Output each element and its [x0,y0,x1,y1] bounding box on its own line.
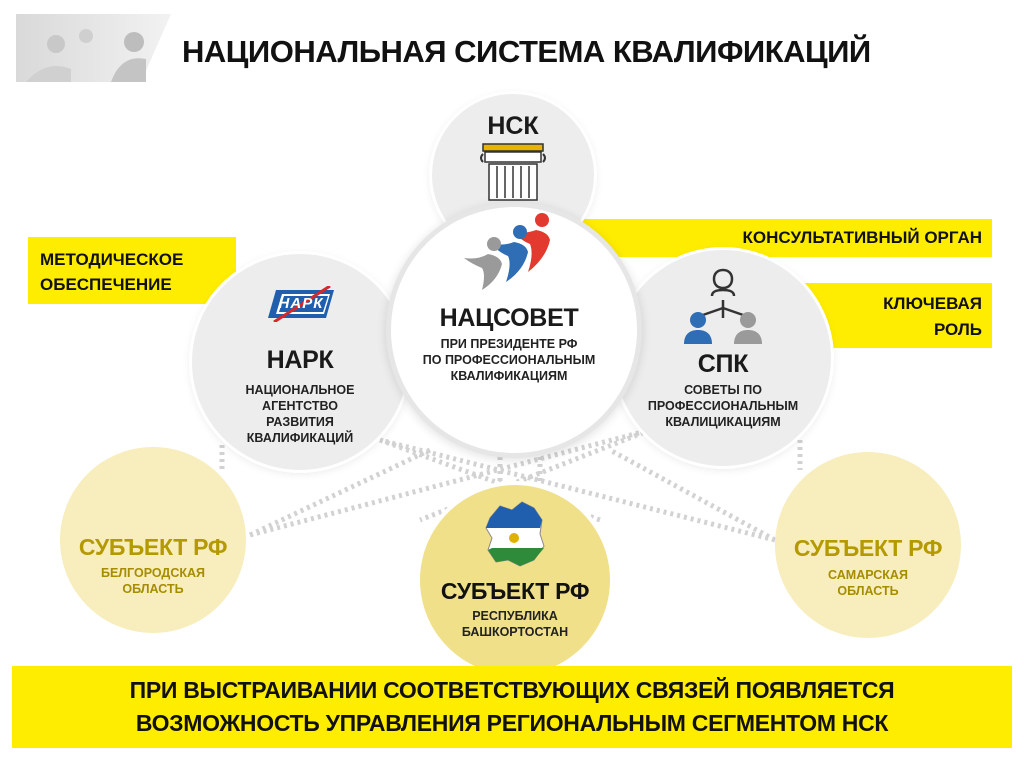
subject-right-circle [775,452,961,638]
subject-left-subtitle: БЕЛГОРОДСКАЯ ОБЛАСТЬ [60,565,246,597]
org-structure-icon [678,266,768,346]
spk-line3: КВАЛИЦИКАЦИЯМ [665,415,781,429]
nark-logo-text: НАРК [278,295,324,312]
people-logo-icon [458,210,558,292]
nark-title: НАРК [266,346,334,374]
tag-consultative: КОНСУЛЬТАТИВНЫЙ ОРГАН [582,219,992,257]
bashkortostan-map-icon [482,500,548,570]
nark-logo: НАРК [268,286,334,322]
footer-line1: ПРИ ВЫСТРАИВАНИИ СООТВЕТСТВУЮЩИХ СВЯЗЕЙ … [129,677,895,703]
spk-line1: СОВЕТЫ ПО [684,383,762,397]
footer-banner [12,666,1012,748]
footer-text: ПРИ ВЫСТРАИВАНИИ СООТВЕТСТВУЮЩИХ СВЯЗЕЙ … [12,674,1012,740]
spk-title: СПК [697,350,749,378]
subject-right-line1: САМАРСКАЯ [828,568,908,582]
subject-center-title: СУБЪЕКТ РФ [440,578,590,604]
subject-right-subtitle: САМАРСКАЯ ОБЛАСТЬ [775,567,961,599]
subject-right-title: СУБЪЕКТ РФ [793,535,943,561]
natsovet-subtitle: ПРИ ПРЕЗИДЕНТЕ РФ ПО ПРОФЕССИОНАЛЬНЫМ КВ… [386,336,632,384]
subject-center-line1: РЕСПУБЛИКА [472,609,558,623]
subject-left-line1: БЕЛГОРОДСКАЯ [100,566,206,580]
natsovet-line1: ПРИ ПРЕЗИДЕНТЕ РФ [440,337,578,351]
subject-center-subtitle: РЕСПУБЛИКА БАШКОРТОСТАН [420,608,610,640]
header-photo [16,14,171,82]
tag-methodical: МЕТОДИЧЕСКОЕ ОБЕСПЕЧЕНИЕ [28,237,236,304]
nark-line1: НАЦИОНАЛЬНОЕ [245,383,355,397]
nark-subtitle: НАЦИОНАЛЬНОЕ АГЕНТСТВО РАЗВИТИЯ КВАЛИФИК… [192,382,408,446]
tag-key-line1: КЛЮЧЕВАЯ [883,294,982,313]
footer-line2: ВОЗМОЖНОСТЬ УПРАВЛЕНИЯ РЕГИОНАЛЬНЫМ СЕГМ… [135,710,889,736]
page-title: НАЦИОНАЛЬНАЯ СИСТЕМА КВАЛИФИКАЦИЙ [182,34,871,69]
spk-circle [615,250,831,466]
subject-left-line2: ОБЛАСТЬ [122,582,184,596]
tag-methodical-line1: МЕТОДИЧЕСКОЕ [40,250,184,269]
natsovet-title: НАЦСОВЕТ [439,304,579,332]
subject-right-line2: ОБЛАСТЬ [837,584,899,598]
tag-key-line2: РОЛЬ [933,320,982,339]
spk-line2: ПРОФЕССИОНАЛЬНЫМ [647,399,799,413]
tag-consultative-label: КОНСУЛЬТАТИВНЫЙ ОРГАН [742,228,982,247]
spk-subtitle: СОВЕТЫ ПО ПРОФЕССИОНАЛЬНЫМ КВАЛИЦИКАЦИЯМ [615,382,831,430]
column-icon [479,142,547,202]
natsovet-line2: ПО ПРОФЕССИОНАЛЬНЫМ [422,353,596,367]
subject-left-circle [60,447,246,633]
natsovet-line3: КВАЛИФИКАЦИЯМ [450,369,568,383]
nsk-title: НСК [487,112,539,140]
nark-line2: АГЕНТСТВО [262,399,338,413]
nark-line3: РАЗВИТИЯ [266,415,334,429]
subject-center-line2: БАШКОРТОСТАН [461,625,569,639]
subject-left-title: СУБЪЕКТ РФ [78,534,228,560]
nark-line4: КВАЛИФИКАЦИЙ [246,431,354,445]
tag-methodical-line2: ОБЕСПЕЧЕНИЕ [40,275,172,294]
